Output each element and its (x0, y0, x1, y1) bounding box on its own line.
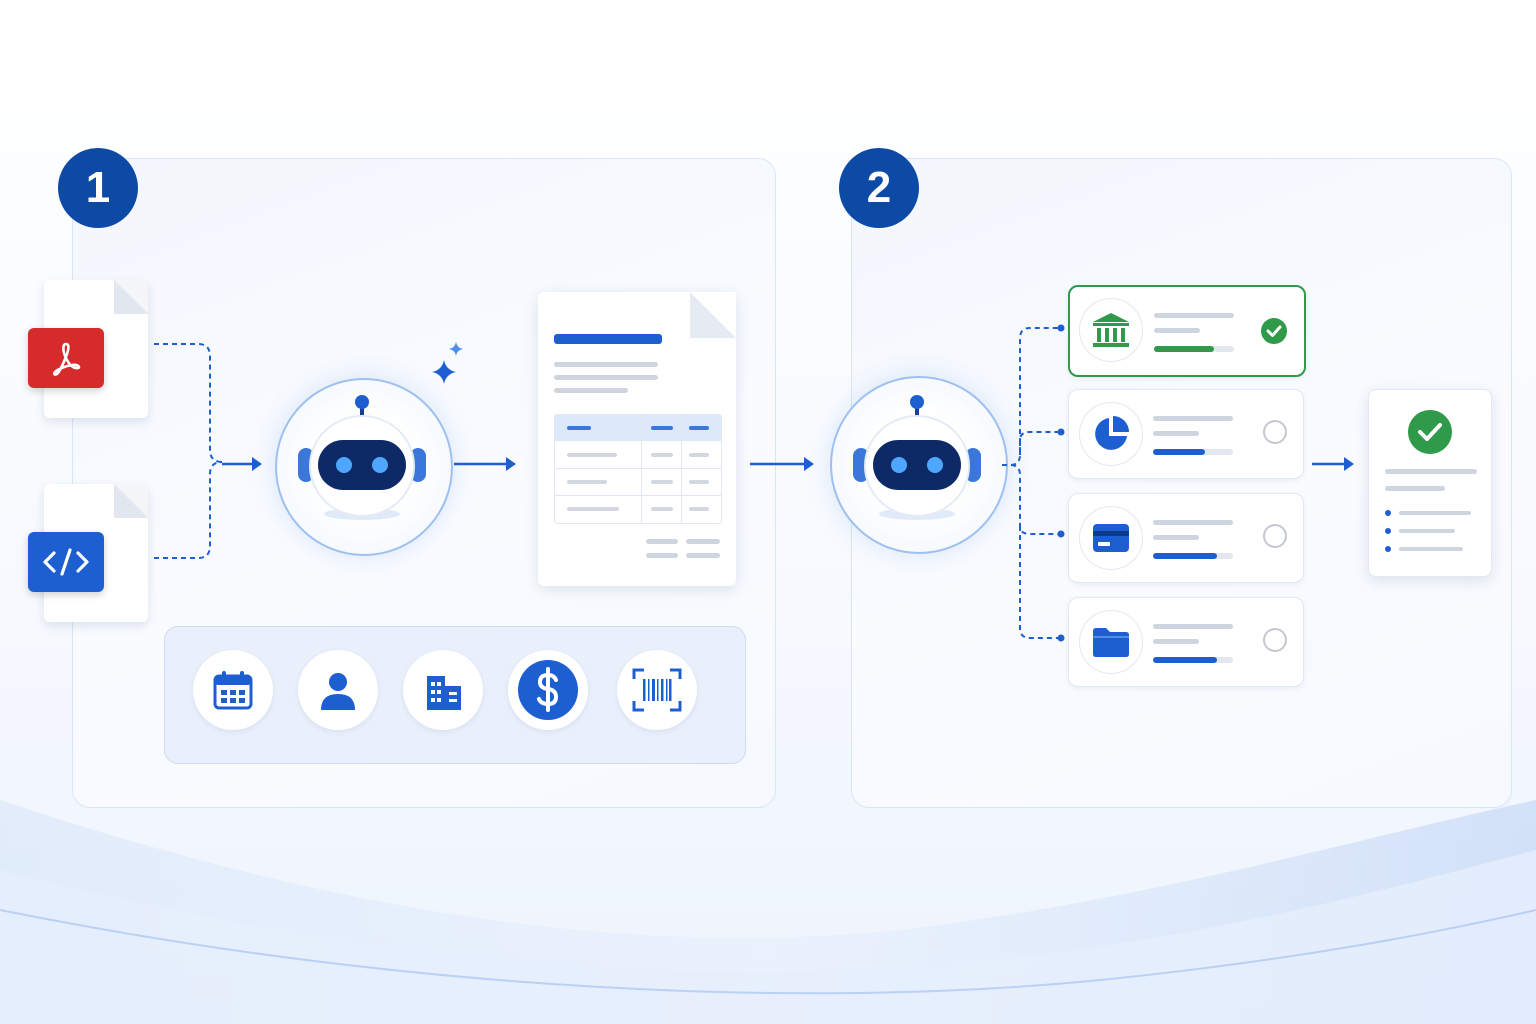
table-document-icon (538, 292, 736, 586)
folder-icon (1079, 610, 1143, 674)
progress-fill (1154, 346, 1214, 352)
building-icon (403, 650, 483, 730)
radio-button[interactable] (1263, 524, 1287, 548)
check-circle-icon (1261, 318, 1287, 344)
calendar-icon (193, 650, 273, 730)
arrow-between-panels (750, 457, 814, 471)
radio-button[interactable] (1263, 420, 1287, 444)
bank-icon (1079, 298, 1143, 362)
person-icon (298, 650, 378, 730)
pdf-file-card (44, 280, 148, 418)
category-connectors (1002, 324, 1065, 642)
step2-badge: 2 (839, 148, 919, 228)
pdf-icon (28, 328, 104, 388)
progress-fill (1153, 449, 1205, 455)
robot-icon (853, 395, 981, 520)
category-card-pie-chart[interactable] (1068, 389, 1304, 479)
code-icon (28, 532, 104, 592)
check-document-icon (1368, 389, 1492, 577)
check-circle-icon (1408, 410, 1452, 454)
arrow-to-result (1312, 457, 1354, 471)
arrow-to-document (454, 457, 516, 471)
background-wave (0, 800, 1536, 1024)
input-connectors (154, 343, 262, 559)
sparkle-icon (432, 342, 463, 384)
robot-icon (298, 395, 426, 520)
category-card-folder[interactable] (1068, 597, 1304, 687)
credit-card-icon (1079, 506, 1143, 570)
data-table (554, 414, 722, 524)
pie-chart-icon (1079, 402, 1143, 466)
barcode-icon (617, 650, 697, 730)
step1-badge: 1 (58, 148, 138, 228)
progress-fill (1153, 553, 1217, 559)
progress-fill (1153, 657, 1217, 663)
dollar-icon (508, 650, 588, 730)
radio-button[interactable] (1263, 628, 1287, 652)
category-card-bank[interactable] (1068, 285, 1306, 377)
category-card-credit-card[interactable] (1068, 493, 1304, 583)
